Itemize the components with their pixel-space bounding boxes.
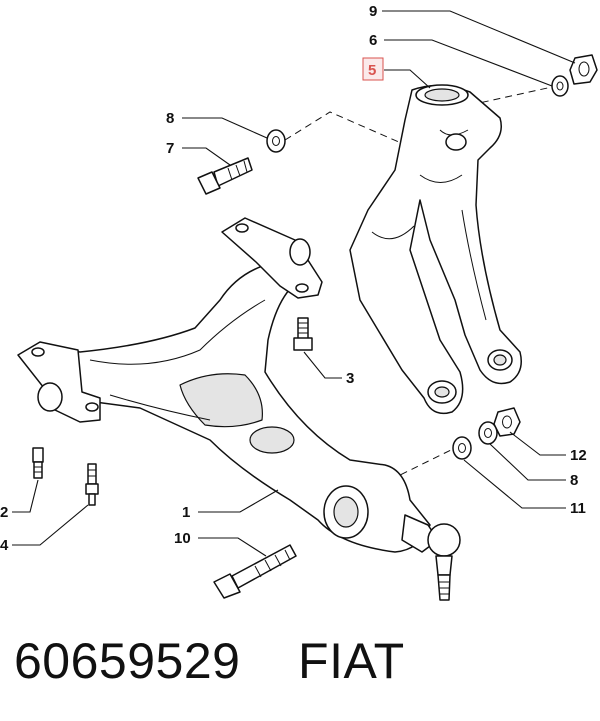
callout-8-lower: 8 — [570, 472, 578, 489]
washer-11 — [452, 436, 472, 460]
leader-7 — [182, 147, 231, 166]
leader-11 — [463, 459, 566, 509]
leader-3 — [303, 351, 342, 379]
bolt-3 — [293, 317, 313, 351]
bolt-7 — [197, 157, 253, 195]
washer-6 — [551, 75, 569, 97]
ball-joint — [401, 514, 461, 601]
leader-6 — [384, 39, 553, 87]
steering-knuckle — [349, 84, 522, 415]
callout-12: 12 — [570, 447, 587, 464]
leader-9 — [382, 10, 576, 64]
callout-8-upper: 8 — [166, 110, 174, 127]
nut-12 — [493, 407, 521, 437]
callout-11: 11 — [570, 500, 586, 517]
leader-8-upper — [182, 117, 268, 139]
callout-10: 10 — [174, 530, 191, 547]
parts-diagram: 9 6 5 8 7 3 2 4 1 10 12 8 11 — [0, 3, 598, 601]
callout-3: 3 — [346, 370, 354, 387]
bolt-2 — [32, 447, 44, 479]
callout-5-highlight — [362, 57, 384, 81]
callout-4: 4 — [0, 537, 9, 554]
part-number: 60659529 — [14, 633, 241, 689]
leader-12 — [509, 431, 566, 456]
axis-line-upper-mount — [469, 86, 553, 106]
leader-1 — [198, 489, 279, 513]
lower-control-arm — [17, 217, 431, 553]
leader-8-lower — [489, 443, 566, 481]
callout-6: 6 — [369, 32, 377, 49]
nut-9 — [569, 54, 598, 85]
caption: 60659529 FIAT — [14, 632, 405, 690]
washer-8-upper — [266, 129, 286, 153]
callout-7: 7 — [166, 140, 174, 157]
callout-9: 9 — [369, 3, 377, 20]
callout-2: 2 — [0, 504, 8, 521]
bolt-10 — [213, 544, 297, 599]
leader-4 — [12, 504, 89, 546]
brand-name: FIAT — [298, 633, 405, 689]
stud-4 — [85, 463, 99, 506]
leader-5 — [384, 69, 431, 89]
washer-8-lower — [478, 421, 498, 445]
leader-2 — [12, 479, 39, 513]
leader-10 — [198, 537, 267, 557]
callout-5: 5 — [368, 62, 376, 79]
callout-1: 1 — [182, 504, 190, 521]
